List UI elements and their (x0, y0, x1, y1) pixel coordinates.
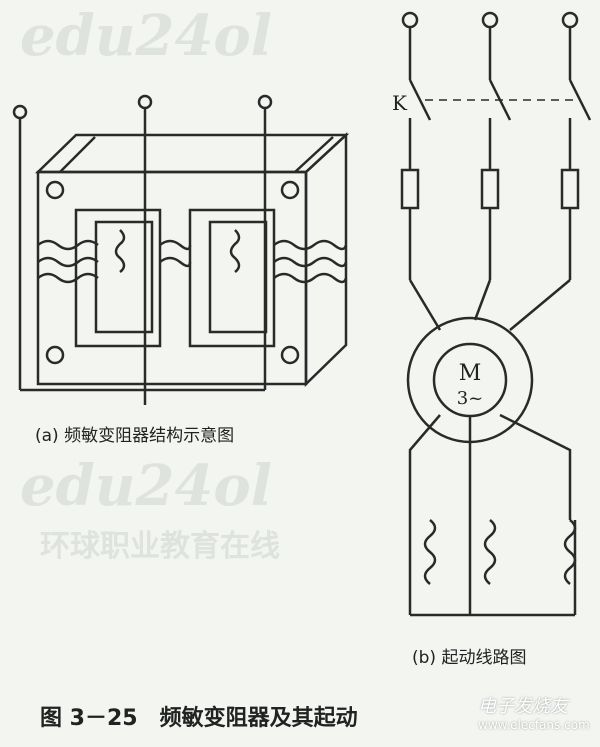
motor-phase: 3~ (457, 388, 484, 409)
switch-label: K (392, 91, 408, 115)
coils-a (37, 229, 348, 284)
caption-a: (a) 频敏变阻器结构示意图 (35, 426, 235, 446)
fuse-2 (480, 168, 500, 210)
logo-url: www.elecfans.com (478, 717, 590, 732)
fuse-3 (560, 168, 580, 210)
caption-b: (b) 起动线路图 (412, 648, 527, 668)
main-caption: 图 3－25 频敏变阻器及其起动 (40, 706, 358, 731)
terminals-a (12, 94, 273, 405)
logo-text: 电子发烧友 (478, 696, 568, 717)
fuse-1 (400, 168, 420, 210)
circuit-b (400, 11, 592, 617)
motor-label: M (459, 361, 482, 386)
elecfans-logo: 电子发烧友 www.elecfans.com (478, 696, 600, 732)
